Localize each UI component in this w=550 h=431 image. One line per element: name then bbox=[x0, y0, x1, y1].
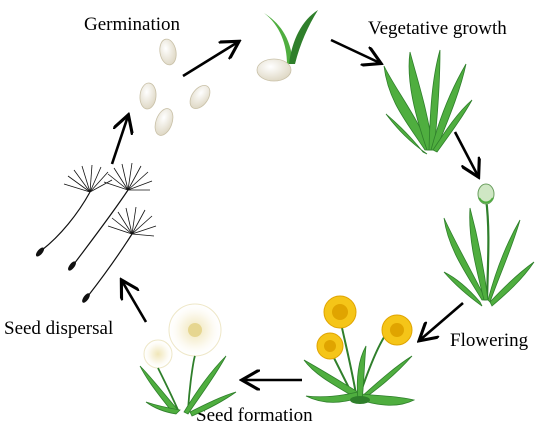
seed bbox=[139, 82, 157, 110]
leaf bbox=[469, 207, 489, 301]
pappus-seed bbox=[82, 206, 157, 303]
arrow-vegetative-to-bud bbox=[453, 131, 478, 176]
arrow-germination-to-sprout bbox=[182, 42, 238, 78]
label-germination: Germination bbox=[84, 14, 181, 35]
seed-formation-illustration bbox=[139, 303, 237, 417]
flower-stalk bbox=[484, 197, 490, 301]
rosette-base bbox=[350, 396, 370, 404]
leaf bbox=[303, 359, 359, 399]
arrow-bud-to-flowering bbox=[420, 302, 464, 340]
seed-head-puffball bbox=[143, 339, 173, 369]
sprout-leaf bbox=[289, 10, 318, 64]
leaf bbox=[145, 401, 181, 415]
sprout-illustration bbox=[256, 10, 318, 82]
sprout-leaf bbox=[264, 13, 293, 64]
leaf bbox=[432, 99, 473, 153]
bud-sepals bbox=[478, 197, 494, 204]
seed bbox=[189, 85, 211, 109]
label-vegetative-growth: Vegetative growth bbox=[368, 18, 507, 39]
seed bbox=[159, 38, 177, 66]
seed-dispersal-illustration bbox=[35, 162, 157, 303]
leaf bbox=[189, 391, 237, 417]
vegetative-rosette-illustration bbox=[383, 49, 473, 155]
label-flowering: Flowering bbox=[450, 330, 529, 351]
flower-center bbox=[332, 304, 348, 320]
leaf bbox=[305, 391, 359, 403]
leaf bbox=[183, 355, 227, 415]
leaf bbox=[430, 63, 467, 151]
seed bbox=[154, 108, 174, 136]
pappus-seed bbox=[35, 164, 113, 257]
label-seed-dispersal: Seed dispersal bbox=[4, 318, 113, 339]
cycle-arrows bbox=[110, 38, 478, 380]
pappus-seed bbox=[68, 162, 153, 271]
leaf bbox=[408, 51, 434, 151]
budding-plant-illustration bbox=[443, 183, 535, 307]
puffball-stem bbox=[187, 355, 196, 411]
leaf bbox=[385, 113, 428, 155]
flowering-plant-illustration bbox=[303, 295, 416, 406]
flower-center bbox=[390, 323, 404, 337]
leaf bbox=[139, 365, 179, 413]
leaf bbox=[356, 345, 367, 401]
yellow-flower-heads bbox=[316, 295, 413, 360]
arrow-sprout-to-vegetative bbox=[330, 38, 380, 63]
leaf bbox=[359, 355, 413, 401]
leaf bbox=[359, 393, 416, 406]
puffball-stem bbox=[157, 367, 179, 411]
label-seed-formation: Seed formation bbox=[196, 405, 313, 426]
arrow-seed-formation-to-dispersal bbox=[122, 281, 148, 323]
seeds-illustration bbox=[139, 38, 211, 136]
leaf bbox=[489, 261, 535, 307]
arrow-dispersal-to-germination bbox=[110, 116, 128, 165]
seed-head-center bbox=[188, 323, 202, 337]
flower-bud bbox=[477, 183, 495, 205]
leaf bbox=[487, 219, 521, 303]
leaf bbox=[428, 49, 441, 151]
leaf bbox=[443, 217, 487, 301]
flower-center bbox=[324, 340, 336, 352]
leaf bbox=[443, 271, 483, 307]
sprouting-seed bbox=[256, 58, 292, 82]
